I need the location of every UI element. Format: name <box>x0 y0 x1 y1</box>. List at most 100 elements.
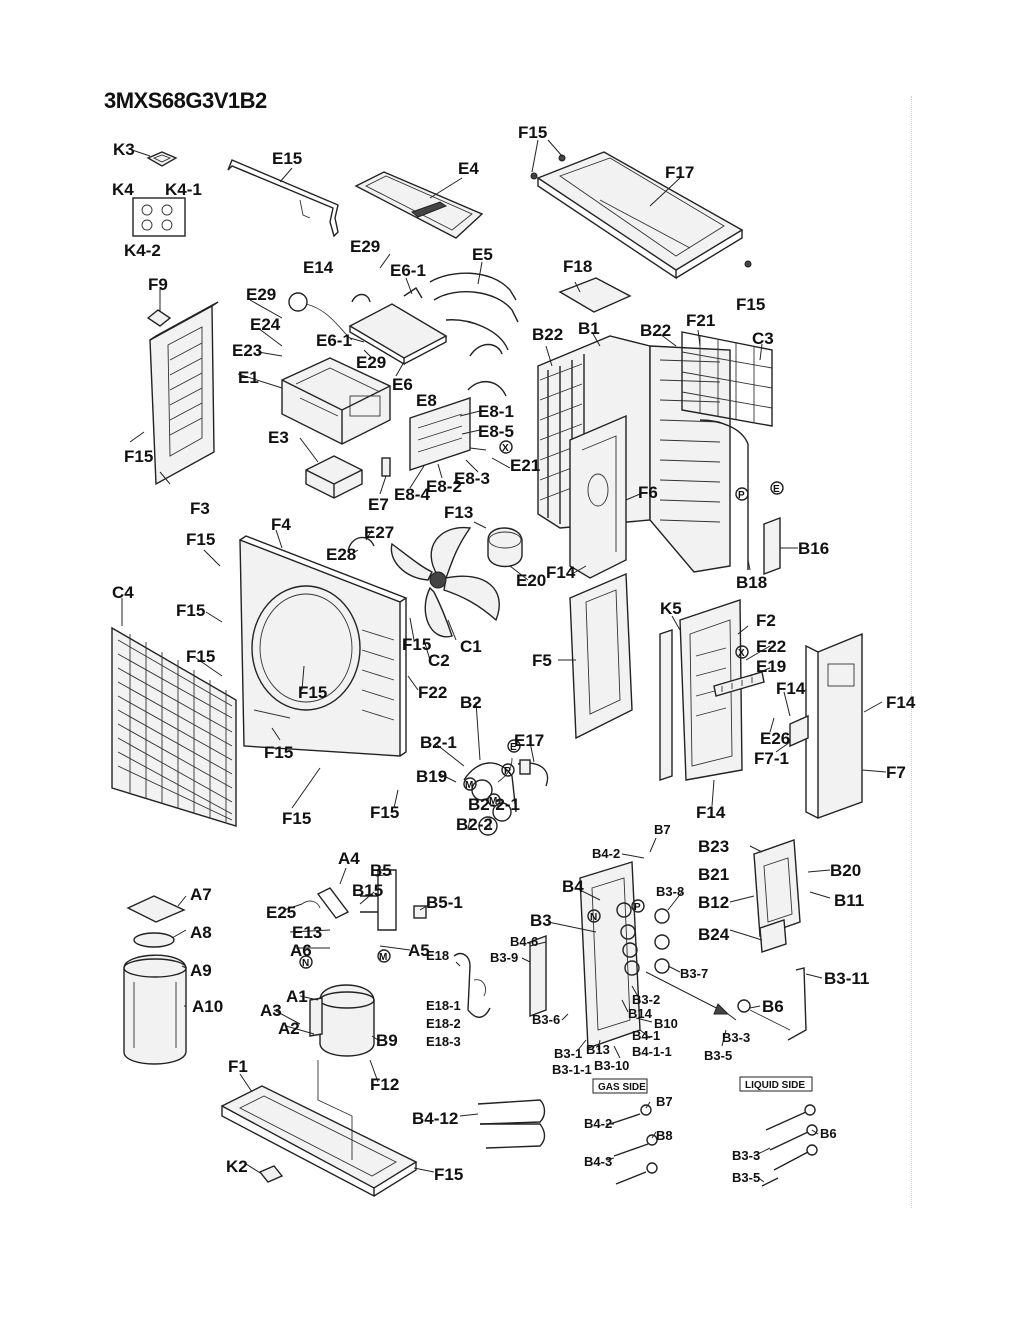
label-f7-1: F7-1 <box>754 749 789 768</box>
f2-side-plate-part <box>679 599 743 781</box>
c1-propeller-fan-part <box>390 526 500 638</box>
label-f14: F14 <box>776 679 806 698</box>
label-f15: F15 <box>176 601 205 620</box>
b4-valve-mounting-plate-part <box>579 861 641 1049</box>
symbol-n: N <box>590 912 597 923</box>
label-b3-7: B3-7 <box>680 966 708 981</box>
f4-front-panel-part <box>239 535 408 757</box>
label-e17: E17 <box>514 731 544 750</box>
label-f12: F12 <box>370 1075 399 1094</box>
label-b4-6: B4-6 <box>510 934 538 949</box>
label-b3-6: B3-6 <box>532 1012 560 1027</box>
liquid-side-label: LIQUID SIDE <box>745 1080 805 1091</box>
b2-coil-assembly-part <box>463 757 517 836</box>
e17-coil-part <box>517 759 549 787</box>
label-b3-1: B3-1 <box>554 1046 582 1061</box>
label-f15: F15 <box>434 1165 463 1184</box>
label-f7: F7 <box>886 763 906 782</box>
e1-switch-box-part <box>281 357 391 445</box>
label-c3: C3 <box>752 329 774 348</box>
a8-insulation-part <box>133 932 175 948</box>
label-b3-3: B3-3 <box>722 1030 750 1045</box>
f15-screw-mark <box>744 260 752 268</box>
label-e26: E26 <box>760 729 790 748</box>
label-b6: B6 <box>820 1126 837 1141</box>
e6-1-bracket-part <box>351 287 423 303</box>
label-f21: F21 <box>686 311 715 330</box>
e18-harness-part <box>453 952 491 1018</box>
label-b22: B22 <box>532 325 563 344</box>
label-f15: F15 <box>298 683 327 702</box>
f6-partition-plate-part <box>569 414 627 579</box>
label-e25: E25 <box>266 903 296 922</box>
b6-nut-part <box>737 999 791 1031</box>
liquid-side-box <box>739 1076 813 1092</box>
e5-reactor-harness-part <box>429 272 519 397</box>
label-b5: B5 <box>370 861 392 880</box>
e8-pcb-part <box>409 397 471 471</box>
label-b5-1: B5-1 <box>426 893 463 912</box>
symbol-markers: X E P X E M M R N M N P <box>299 440 784 969</box>
label-b19: B19 <box>416 767 447 786</box>
e19-terminal-strip-part <box>713 671 765 697</box>
label-b1: B1 <box>578 319 600 338</box>
label-a3: A3 <box>260 1001 282 1020</box>
label-e6-1: E6-1 <box>390 261 426 280</box>
label-e18: E18 <box>426 948 449 963</box>
label-b3-2: B3-2 <box>632 992 660 1007</box>
label-e13: E13 <box>292 923 322 942</box>
b3-11-tube-part <box>787 967 807 1041</box>
label-a5: A5 <box>408 941 430 960</box>
symbol-r: R <box>504 766 512 777</box>
label-b2: B2 <box>460 693 482 712</box>
label-f1: F1 <box>228 1057 248 1076</box>
label-f14: F14 <box>546 563 576 582</box>
label-a6: A6 <box>290 941 312 960</box>
label-b3-8: B3-8 <box>656 884 684 899</box>
label-c1: C1 <box>460 637 482 656</box>
label-b4-1: B4-1 <box>632 1028 660 1043</box>
label-e8-5: E8-5 <box>478 422 514 441</box>
label-e15: E15 <box>272 149 302 168</box>
label-a8: A8 <box>190 923 212 942</box>
e6-plate-part <box>348 303 448 366</box>
b3-8-valve-group-part <box>654 908 670 974</box>
f17-top-plate-part <box>536 151 744 280</box>
b4-12-tube-part <box>477 1099 546 1149</box>
label-a2: A2 <box>278 1019 300 1038</box>
label-b11: B11 <box>834 891 864 910</box>
label-f17: F17 <box>665 163 694 182</box>
label-f15: F15 <box>186 530 215 549</box>
symbol-e: E <box>510 742 517 753</box>
label-e5: E5 <box>472 245 493 264</box>
refrigerant-valve-arrow <box>645 971 730 1015</box>
label-b3-9: B3-9 <box>490 950 518 965</box>
label-k5: K5 <box>660 599 682 618</box>
label-e18-2: E18-2 <box>426 1016 461 1031</box>
k3-clip-part <box>146 151 178 167</box>
label-f14: F14 <box>696 803 726 822</box>
c4-discharge-grille-part <box>111 626 237 827</box>
model-title: 3MXS68G3V1B2 <box>104 88 267 113</box>
label-e19: E19 <box>756 657 786 676</box>
symbol-x: X <box>738 648 745 659</box>
symbol-m: M <box>379 952 387 963</box>
symbol-n: N <box>302 958 309 969</box>
b4-6-bracket-part <box>529 934 547 1018</box>
label-b3: B3 <box>530 911 552 930</box>
label-e3: E3 <box>268 428 289 447</box>
label-a10: A10 <box>192 997 223 1016</box>
b5-1-part <box>413 905 427 919</box>
f15-screw-mark <box>558 154 566 162</box>
label-e24: E24 <box>250 315 281 334</box>
label-f3: F3 <box>190 499 210 518</box>
e15-tube-part <box>227 159 339 238</box>
label-b2-2: B2-2 <box>456 815 493 834</box>
symbol-p: P <box>634 902 641 913</box>
label-e1: E1 <box>238 368 259 387</box>
a7-top-insulation-part <box>126 895 186 923</box>
e20-fan-motor-part <box>487 527 523 568</box>
label-k2: K2 <box>226 1157 248 1176</box>
symbol-p: P <box>738 490 745 501</box>
label-k4-2: K4-2 <box>124 241 161 260</box>
